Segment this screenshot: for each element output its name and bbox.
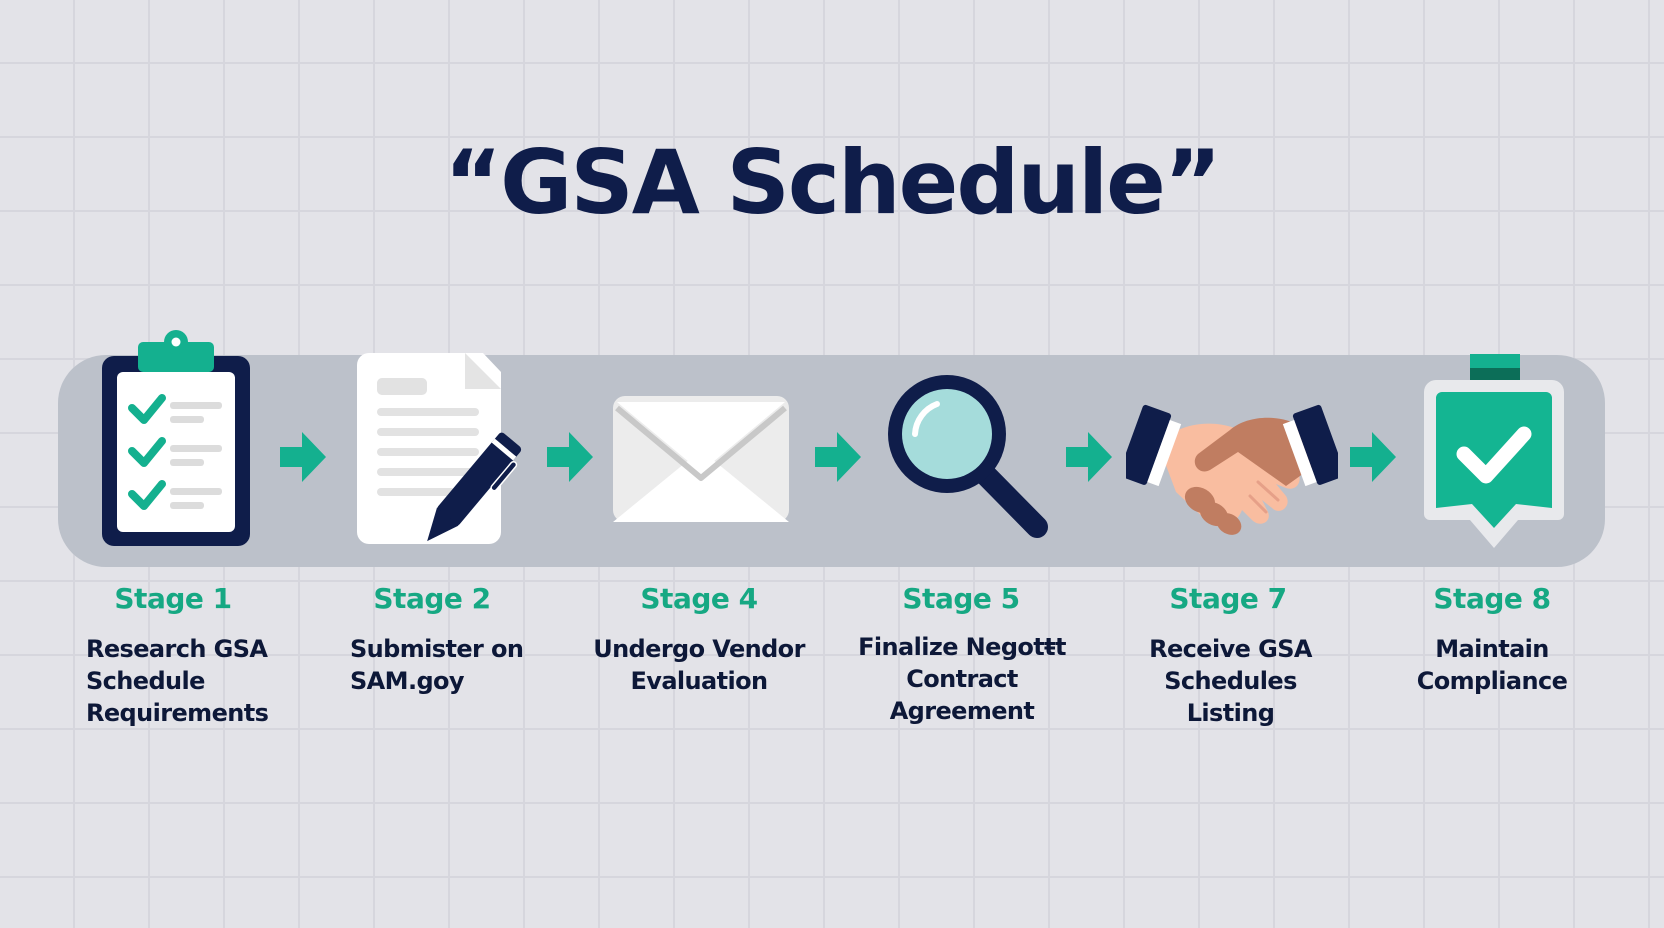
stage-label: Stage 8 bbox=[1433, 582, 1551, 615]
stage-label: Stage 7 bbox=[1169, 582, 1287, 615]
checkmark-badge-icon bbox=[1424, 354, 1564, 548]
stage-description: Research GSA Schedule Requirements bbox=[86, 635, 269, 727]
stage-label: Stage 2 bbox=[373, 582, 491, 615]
stage-label: Stage 1 bbox=[114, 582, 232, 615]
magnifier-icon bbox=[888, 375, 1048, 538]
arrow-right-icon bbox=[1350, 432, 1396, 482]
stage-description: Receive GSA Schedules Listing bbox=[1149, 635, 1312, 727]
stage-description: Finalize Negotŧt Contract Agreement bbox=[858, 633, 1066, 725]
document-pen-icon bbox=[357, 353, 522, 544]
clipboard-checklist-icon bbox=[102, 330, 250, 546]
stage-label: Stage 4 bbox=[640, 582, 758, 615]
arrow-right-icon bbox=[547, 432, 593, 482]
arrow-right-icon bbox=[280, 432, 326, 482]
stage-label: Stage 5 bbox=[902, 582, 1020, 615]
stage-description: Maintain Compliance bbox=[1416, 635, 1568, 695]
stage-description: Undergo Vendor Evaluation bbox=[593, 635, 805, 695]
diagram-title: “GSA Schedule” bbox=[444, 131, 1221, 234]
arrow-right-icon bbox=[1066, 432, 1112, 482]
stage-description: Submister on SAM.goy bbox=[350, 635, 524, 695]
arrow-right-icon bbox=[815, 432, 861, 482]
handshake-icon bbox=[1126, 404, 1338, 535]
envelope-icon bbox=[613, 396, 789, 522]
